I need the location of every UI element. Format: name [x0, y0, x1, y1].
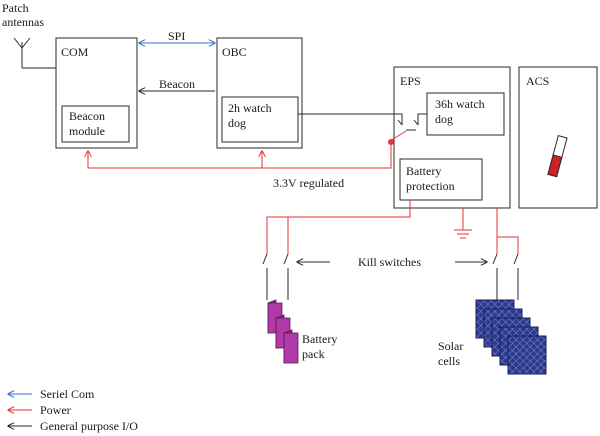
solar-cells-label-1: Solar: [438, 339, 463, 353]
legend: Seriel Com Power General purpose I/O: [8, 387, 138, 433]
battery-pack-label-2: pack: [302, 347, 325, 361]
obc-label: OBC: [222, 45, 247, 59]
beacon-module-label-2: module: [69, 124, 105, 138]
patch-antennas-label-2: antennas: [2, 15, 44, 29]
watchdog-2h-label-2: dog: [228, 116, 246, 130]
ground-icon: [454, 208, 472, 239]
power-bus-solar-2: [497, 236, 519, 254]
solar-kill-switch-icon: [492, 253, 519, 265]
battery-protection-label-2: protection: [406, 179, 455, 193]
regulated-label: 3.3V regulated: [273, 176, 344, 190]
antenna-icon: [13, 37, 56, 69]
legend-gpio-label: General purpose I/O: [40, 419, 138, 433]
battery-pack-label-1: Battery: [302, 332, 337, 346]
kill-switches-label: Kill switches: [358, 255, 421, 269]
com-label: COM: [61, 45, 89, 59]
eps-label: EPS: [400, 74, 421, 88]
eps-watchdog-line: [417, 113, 427, 125]
solar-cells-icon: [475, 299, 547, 375]
legend-power-label: Power: [40, 403, 71, 417]
legend-serial-label: Seriel Com: [40, 387, 95, 401]
power-to-com: [88, 145, 392, 169]
battery-pack-icon: [267, 299, 299, 364]
patch-antennas-label-1: Patch: [2, 1, 29, 15]
spi-label: SPI: [168, 29, 185, 43]
watchdog-switch-icon: [397, 119, 419, 131]
battery-protection-block: [399, 158, 483, 201]
watchdog-36h-label-2: dog: [435, 112, 453, 126]
watchdog-2h-block: [221, 96, 299, 143]
power-node: [388, 139, 394, 145]
beacon-module-label-1: Beacon: [69, 109, 105, 123]
power-switch-arm: [389, 130, 407, 142]
beacon-module-block: [61, 105, 130, 143]
magnetorquer-icon: [547, 135, 568, 178]
obc-watchdog-line: [298, 113, 403, 125]
solar-cells-label-2: cells: [438, 354, 460, 368]
battery-protection-label-1: Battery: [406, 164, 441, 178]
battery-kill-switch-icon: [262, 253, 289, 270]
power-bus-battery: [266, 200, 411, 254]
watchdog-36h-label-1: 36h watch: [435, 97, 485, 111]
acs-label: ACS: [526, 74, 549, 88]
beacon-label: Beacon: [159, 77, 195, 91]
watchdog-2h-label-1: 2h watch: [228, 101, 272, 115]
